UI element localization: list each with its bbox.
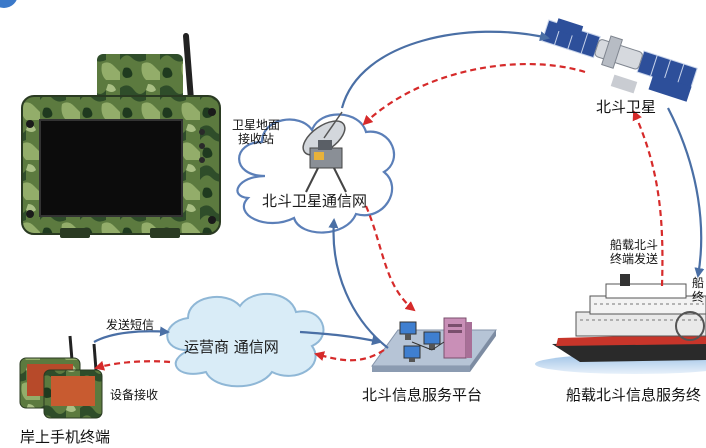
corner-decoration: [0, 0, 17, 8]
device-receive-label: 设备接收: [110, 388, 159, 402]
tablet-screw: [208, 108, 216, 116]
service-platform-label: 北斗信息服务平台: [362, 386, 483, 404]
shore-terminal-label: 岸上手机终端: [20, 428, 111, 446]
ship-send-label: 船载北斗 终端发送: [610, 238, 658, 266]
cut-off-label-line2: 终: [692, 290, 705, 304]
shore-handheld-terminals: [19, 335, 103, 419]
operator-network-label: 运营商 通信网: [184, 338, 279, 356]
tablet-foot: [150, 228, 180, 238]
cut-off-label: 船 终: [692, 276, 704, 304]
ship-icon: [535, 274, 706, 374]
ship-send-label-line2: 终端发送: [610, 252, 659, 266]
ground-station-label-line1: 卫星地面: [232, 118, 281, 132]
tablet-screw: [26, 210, 34, 218]
arrow-platform-to-operator: [314, 349, 385, 362]
tablet-foot: [60, 228, 90, 238]
ground-station-dish-icon: [302, 111, 347, 193]
tablet-antenna: [183, 33, 194, 103]
arrow-station-to-satellite: [340, 30, 550, 109]
tablet-button: [199, 157, 205, 163]
arrow-shore-to-operator: [93, 326, 170, 343]
tablet-screen: [39, 119, 183, 217]
arrow-platform-to-satnet: [328, 218, 389, 349]
service-platform-icon: [371, 317, 497, 372]
arrow-satnet-to-platform: [364, 205, 416, 312]
tablet-screw: [208, 216, 216, 224]
satellite-network-label: 北斗卫星通信网: [262, 192, 368, 210]
ship-send-label-line1: 船载北斗: [610, 238, 659, 252]
arrow-satellite-to-station: [362, 62, 586, 126]
arrow-ship-to-satellite: [632, 110, 664, 287]
ground-station-label-line2: 接收站: [238, 132, 275, 146]
beidou-satellite-icon: [541, 18, 698, 102]
cut-off-label-line1: 船: [692, 276, 705, 290]
tablet-button: [199, 129, 205, 135]
operator-network-cloud: [166, 293, 325, 388]
ground-station-label: 卫星地面 接收站: [232, 118, 280, 146]
arrow-satellite-to-ship: [667, 107, 705, 278]
tablet-screw: [26, 120, 34, 128]
arrow-operator-to-shore: [94, 360, 171, 371]
beidou-satellite-label: 北斗卫星: [596, 98, 657, 116]
send-sms-label: 发送短信: [106, 318, 155, 332]
ship-terminal-label: 船载北斗信息服务终: [566, 386, 702, 404]
tablet-button: [199, 143, 205, 149]
arrow-operator-to-platform: [299, 330, 382, 346]
rugged-tablet-device: [21, 33, 221, 238]
